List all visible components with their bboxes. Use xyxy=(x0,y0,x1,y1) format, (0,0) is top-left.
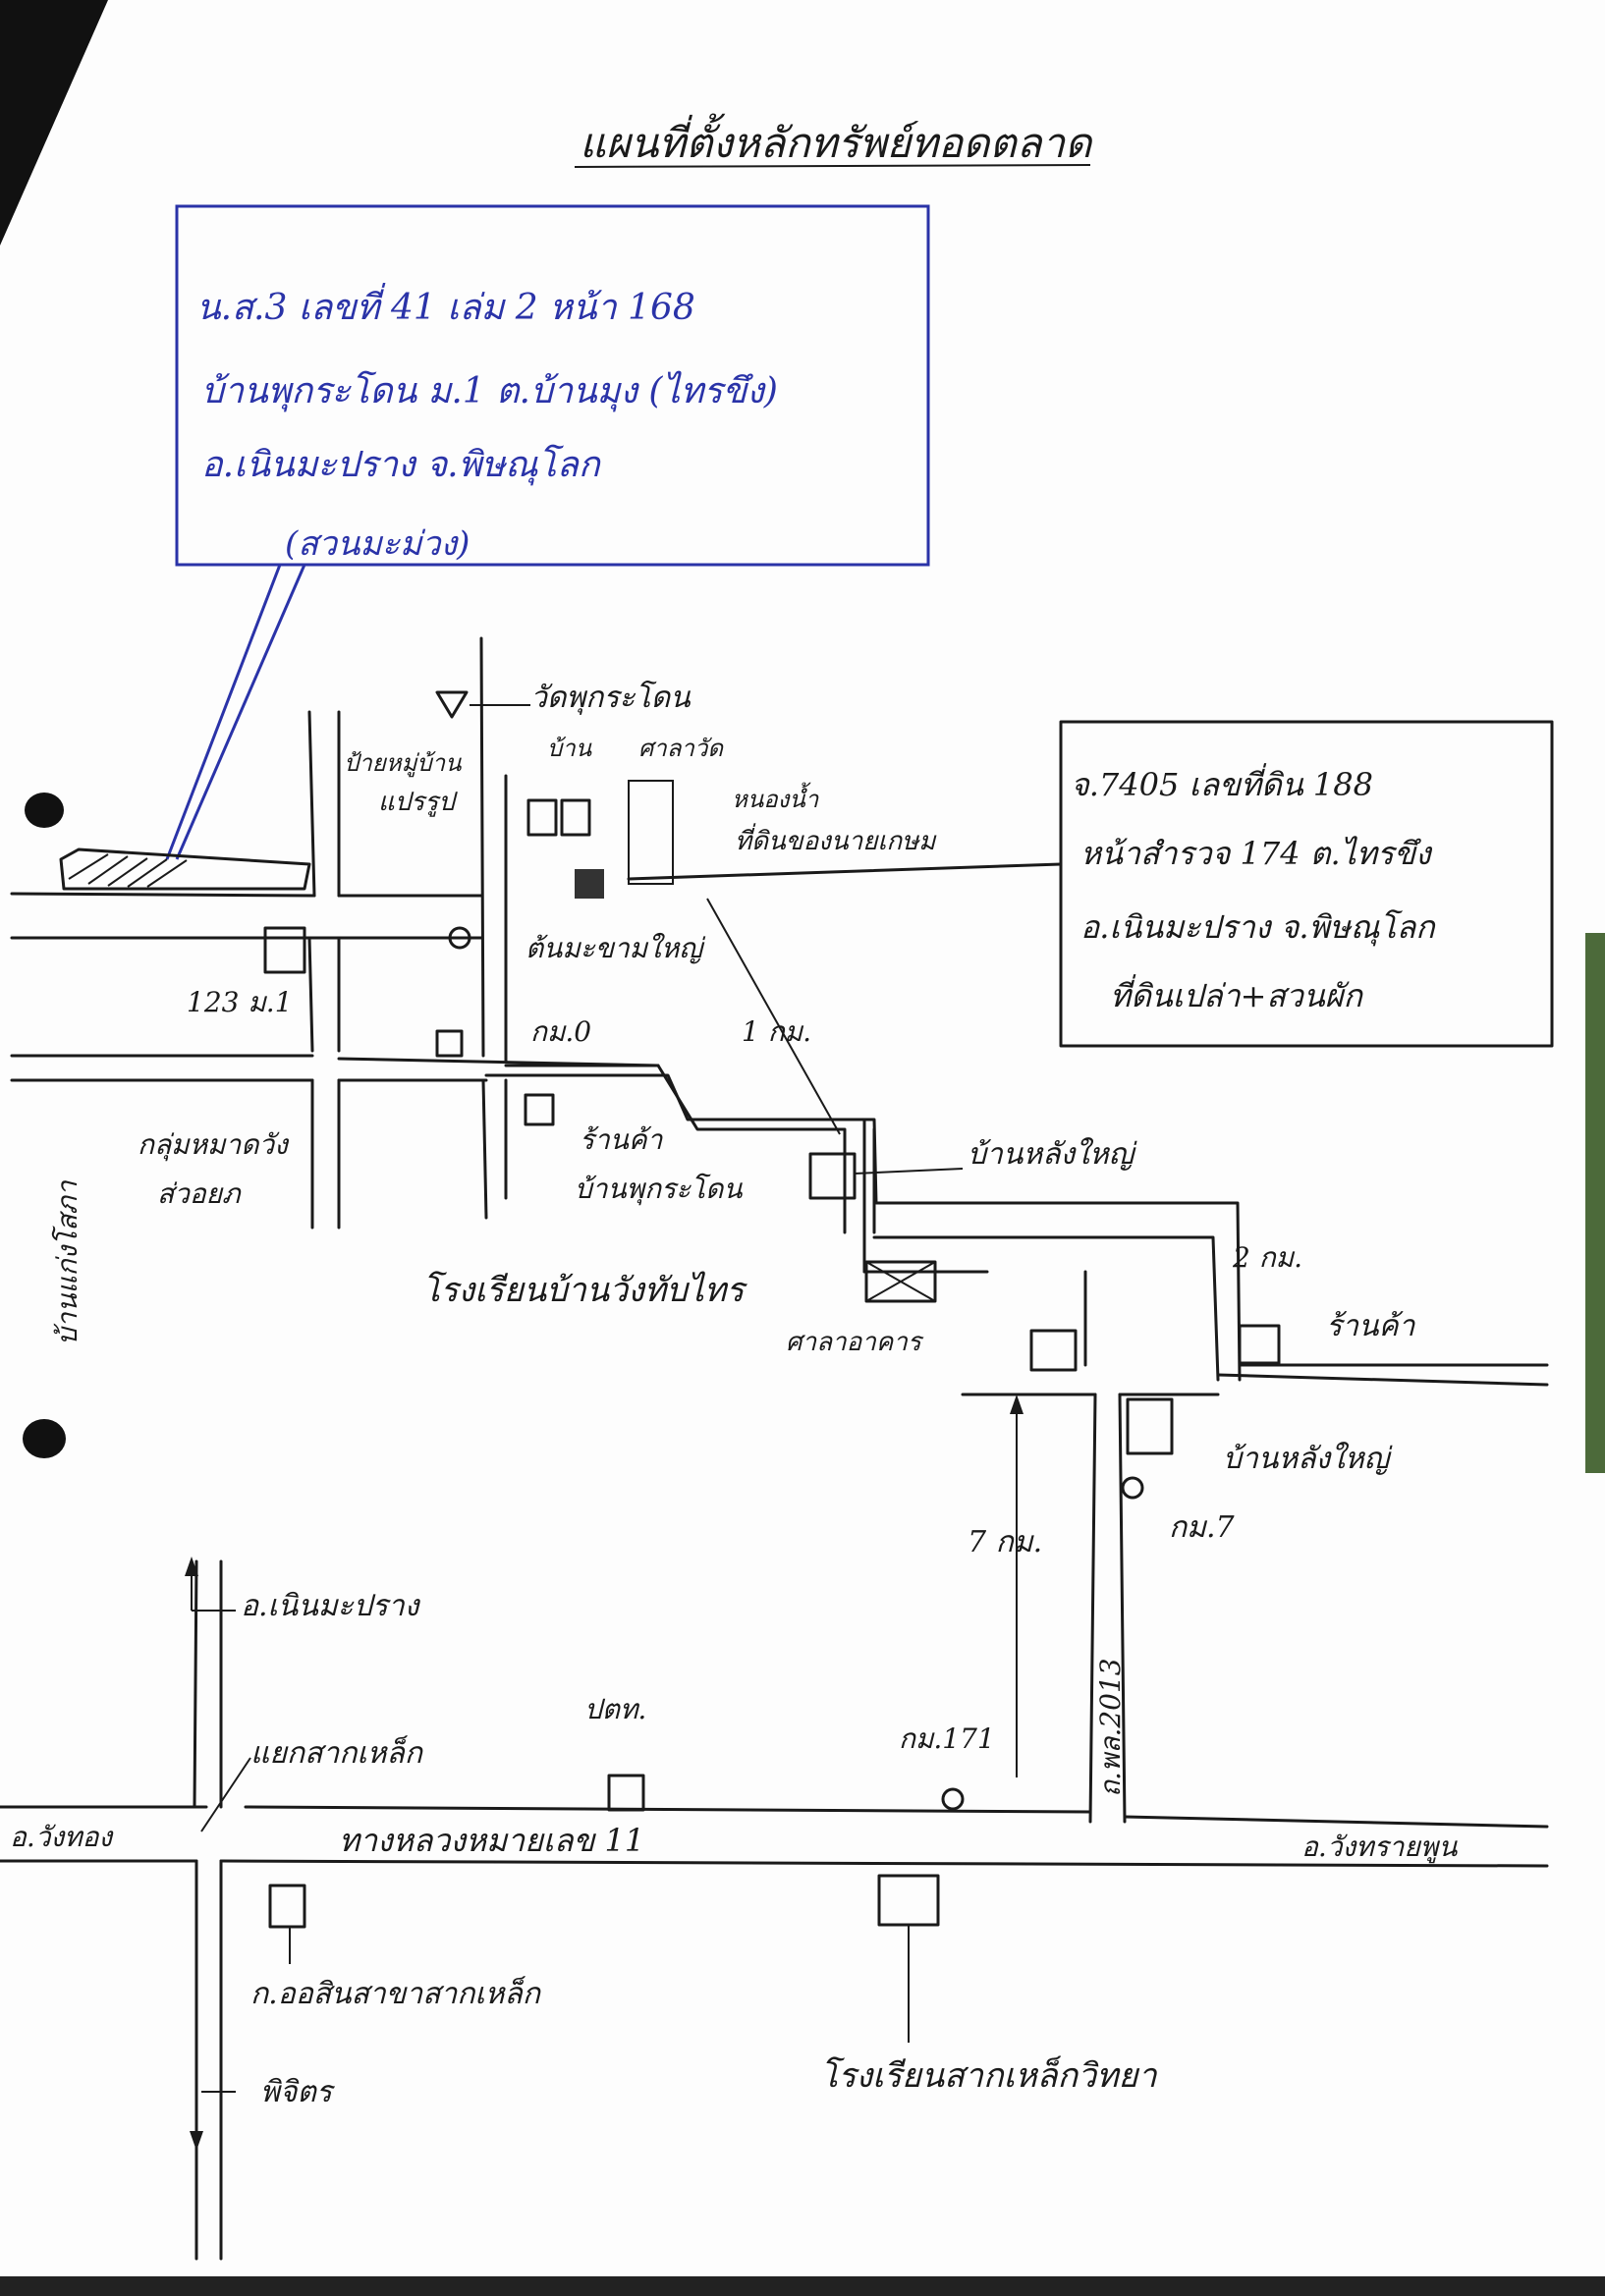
binder-hole-top xyxy=(25,793,64,828)
big-house2-icon xyxy=(1126,1397,1174,1455)
label-seven-km: 7 กม. xyxy=(968,1525,1042,1559)
school-icon xyxy=(864,1260,937,1303)
label-road-2013: ถ.พล.2013 xyxy=(1094,1658,1127,1797)
label-village-road: บ้านแก่งโสภา xyxy=(51,1179,83,1345)
km7-marker xyxy=(1121,1476,1144,1500)
garage-icon xyxy=(1029,1329,1078,1372)
land-line-2: หน้าสำรวจ 174 ต.ไทรขึง xyxy=(1080,835,1433,872)
temple-icon xyxy=(435,690,469,719)
label-school2: โรงเรียนสากเหล็กวิทยา xyxy=(820,2055,1157,2096)
label-sala: ศาลาวัด xyxy=(638,735,724,762)
label-km171: กม.171 xyxy=(899,1722,995,1755)
label-land-right: ที่ดินของนายเกษม xyxy=(735,823,937,856)
scan-edge-green xyxy=(1585,933,1605,1473)
label-fork: แยกสากเหล็ก xyxy=(250,1735,424,1771)
deed-line-3: อ.เนินมะปราง จ.พิษณุโลก xyxy=(201,444,602,486)
deed-leader-line-2 xyxy=(175,564,306,860)
label-km7: กม.7 xyxy=(1169,1510,1235,1545)
label-big-tree: ต้นมะขามใหญ่ xyxy=(526,932,706,964)
label-ban-puk: บ้านพุกระโดน xyxy=(575,1173,743,1206)
km171-marker xyxy=(941,1787,965,1811)
village-roads xyxy=(10,636,1549,1824)
label-sign: ป้ายหมู่บ้าน xyxy=(344,749,462,778)
label-ptt: ปตท. xyxy=(584,1693,646,1725)
house-123-icon xyxy=(263,926,306,974)
label-noen: อ.เนินมะปราง xyxy=(241,1589,421,1623)
label-wat: วัดพุกระโดน xyxy=(530,680,692,715)
label-left-mid-1: กลุ่มหมาดวัง xyxy=(138,1128,290,1162)
scan-corner-shadow xyxy=(0,0,108,246)
label-km0: กม.0 xyxy=(530,1015,591,1048)
label-sign2: แปรรูป xyxy=(378,788,458,817)
land-line-1: จ.7405 เลขที่ดิน 188 xyxy=(1071,763,1373,803)
label-garage: ศาลาอาคาร xyxy=(786,1328,924,1357)
shop2-icon xyxy=(1238,1324,1281,1365)
label-house-123: 123 ม.1 xyxy=(187,986,293,1018)
kor-or-icon xyxy=(268,1884,306,1929)
school2-icon xyxy=(877,1874,940,1927)
deed-line-1: น.ส.3 เลขที่ 41 เล่ม 2 หน้า 168 xyxy=(196,282,695,328)
label-sak-left: อ.วังทรายพูน xyxy=(1301,1831,1458,1864)
label-nong-nam: หนองน้ำ xyxy=(732,782,820,813)
deed-leader-line-1 xyxy=(165,564,282,860)
plot-left-hatched xyxy=(59,847,311,891)
land-line-4: ที่ดินเปล่า+สวนผัก xyxy=(1110,974,1364,1014)
label-shop: ร้านค้า xyxy=(580,1123,664,1156)
km0-box xyxy=(435,1029,464,1058)
big-house-icon xyxy=(808,1152,857,1200)
map-title: แผนที่ตั้งหลักทรัพย์ทอดตลาด xyxy=(580,113,1094,167)
house-icon-2 xyxy=(560,798,591,837)
title-underline xyxy=(574,164,1091,168)
label-left-mid-2: ส่วอยภ xyxy=(157,1177,243,1210)
label-kor-or: ก.ออสินสาขาสากเหล็ก xyxy=(250,1976,542,2011)
label-two-km: 2 กม. xyxy=(1232,1241,1302,1274)
highway-roads xyxy=(0,1559,1549,2261)
label-highway: ทางหลวงหมายเลข 11 xyxy=(339,1822,644,1859)
house-icon-1 xyxy=(526,798,558,837)
label-shop2: ร้านค้า xyxy=(1326,1309,1416,1343)
one-km-arrow xyxy=(706,898,841,1135)
land-info-box xyxy=(1059,720,1554,1048)
land-line-3: อ.เนินมะปราง จ.พิษณุโลก xyxy=(1080,908,1436,947)
label-school: โรงเรียนบ้านวังทับไทร xyxy=(422,1271,747,1310)
land-leader-line xyxy=(627,862,1063,881)
label-big-house2: บ้านหลังใหญ่ xyxy=(1223,1442,1393,1476)
label-phichit: พิจิตร xyxy=(260,2075,336,2109)
label-big-house: บ้านหลังใหญ่ xyxy=(968,1137,1137,1172)
shop-icon xyxy=(524,1093,555,1126)
ptt-icon xyxy=(607,1774,645,1812)
binder-hole-bottom xyxy=(23,1419,66,1458)
label-wang-thong: อ.วังทอง xyxy=(10,1821,114,1853)
deed-line-2: บ้านพุกระโดน ม.1 ต.บ้านมุง (ไทรขึง) xyxy=(201,370,778,412)
deed-line-4: (สวนมะม่วง) xyxy=(285,524,470,564)
pond-outline xyxy=(628,780,674,885)
tree-icon xyxy=(448,926,471,950)
label-ban: บ้าน xyxy=(547,735,592,762)
target-plot-marker xyxy=(575,869,604,899)
scan-bottom-edge xyxy=(0,2276,1605,2296)
deed-info-box xyxy=(175,204,930,567)
